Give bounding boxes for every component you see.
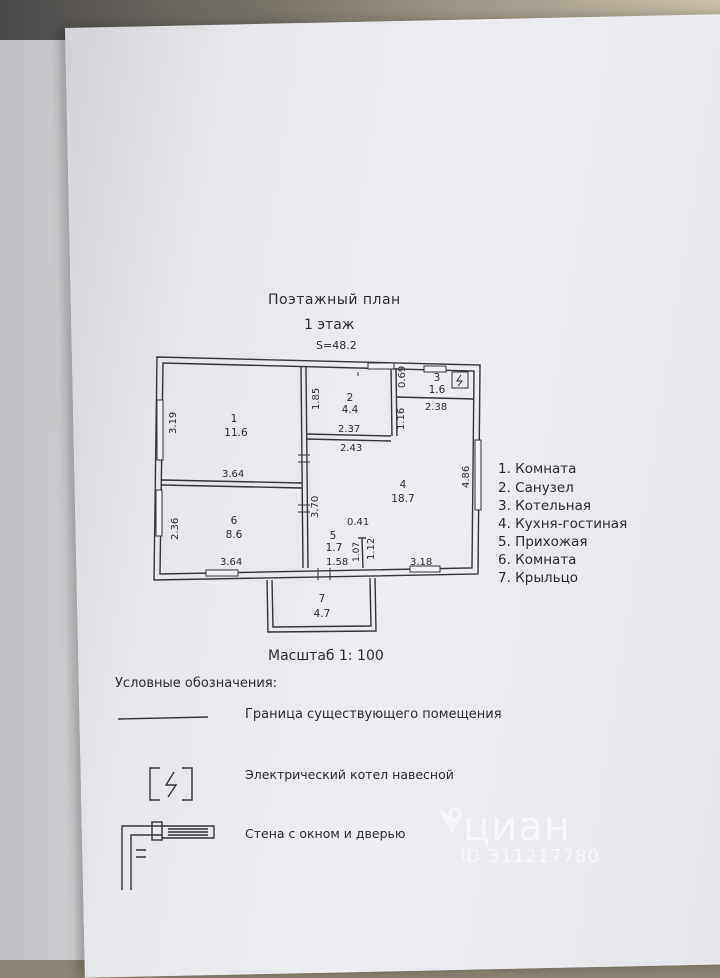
bathroom-wall (305, 433, 392, 437)
dim-2-38: 2.38 (425, 402, 447, 413)
window (155, 489, 163, 537)
symbols-title: Условные обозначения: (115, 676, 278, 691)
boundary-line-symbol (117, 716, 209, 720)
room-7-area: 4.7 (314, 608, 331, 620)
symbol-wall-label: Стена с окном и дверью (245, 826, 406, 841)
dim-1-58: 1.58 (326, 557, 348, 568)
legend-item-7: 7. Крыльцо (498, 570, 579, 586)
dim-2-36: 2.36 (170, 518, 181, 540)
symbol-boundary-label: Граница существующего помещения (245, 707, 502, 722)
plan-title: Поэтажный план (268, 292, 401, 308)
boiler-icon (451, 371, 469, 389)
cian-logo-icon (438, 807, 462, 850)
legend-item-6: 6. Комната (498, 552, 577, 568)
bathroom-wall (305, 438, 392, 442)
room-4-area: 18.7 (391, 493, 414, 505)
room-5-number: 5 (330, 530, 337, 542)
room-7-number: 7 (319, 593, 326, 605)
outer-wall (153, 356, 481, 581)
dim-2-43: 2.43 (340, 443, 362, 454)
porch-outline-inner (271, 577, 372, 628)
room-4-number: 4 (400, 479, 407, 491)
legend-item-4: 4. Кухня-гостиная (498, 516, 628, 532)
dim-3-19: 3.19 (168, 412, 179, 434)
window (409, 565, 441, 573)
watermark-id: ID 311217780 (460, 846, 600, 867)
dim-4-86: 4.86 (461, 466, 472, 488)
dim-0-41: 0.41 (347, 517, 369, 528)
legend-item-1: 1. Комната (498, 461, 577, 477)
dim-1-85: 1.85 (311, 388, 322, 410)
legend-item-3: 3. Котельная (498, 498, 591, 514)
door-mark (298, 504, 310, 513)
door-mark (298, 454, 310, 463)
room-1-number: 1 (231, 413, 238, 425)
window (367, 362, 395, 370)
room-6-number: 6 (231, 515, 238, 527)
dim-3-64-top: 3.64 (222, 469, 244, 480)
room-6-area: 8.6 (226, 529, 243, 541)
legend-item-2: 2. Санузел (498, 480, 574, 496)
symbol-boiler-label: Электрический котел навесной (245, 767, 454, 782)
dim-3-64-bottom: 3.64 (220, 557, 242, 568)
partition-wall (300, 365, 304, 569)
door-mark (317, 568, 331, 580)
watermark-brand: циан (463, 804, 571, 850)
electric-boiler-symbol-icon (149, 767, 193, 801)
room-5-area: 1.7 (326, 542, 343, 554)
partition-wall (161, 479, 303, 484)
dim-1-12: 1.12 (366, 538, 377, 560)
room-3-area: 1.6 (429, 384, 446, 396)
window (474, 439, 482, 511)
wall-window-door-symbol-icon (121, 821, 215, 890)
legend-item-5: 5. Прихожая (498, 534, 588, 550)
dim-0-69: 0.69 (397, 366, 408, 388)
porch-outline (266, 577, 377, 633)
bathroom-wall (390, 367, 393, 437)
dim-1-16: 1.16 (396, 408, 407, 430)
plan-floor: 1 этаж (304, 317, 355, 333)
dim-3-18: 3.18 (410, 557, 432, 568)
boiler-room-wall (395, 396, 475, 400)
room-2-area: 4.4 (342, 404, 359, 416)
hall-wall (361, 537, 364, 569)
dim-3-70: 3.70 (310, 496, 321, 518)
window (423, 365, 447, 373)
dim-2-37: 2.37 (338, 424, 360, 435)
room-1-area: 11.6 (224, 427, 248, 439)
plan-total-area: S=48.2 (316, 339, 357, 352)
dim-1-07: 1.07 (352, 542, 362, 562)
room-3-number: 3 (434, 372, 441, 384)
window (156, 399, 164, 461)
partition-wall (161, 484, 303, 489)
window (205, 569, 239, 577)
bathroom-wall (395, 367, 398, 437)
plan-scale: Масштаб 1: 100 (268, 648, 384, 664)
room-2-number: 2 (347, 392, 354, 404)
partition-wall (305, 365, 309, 569)
